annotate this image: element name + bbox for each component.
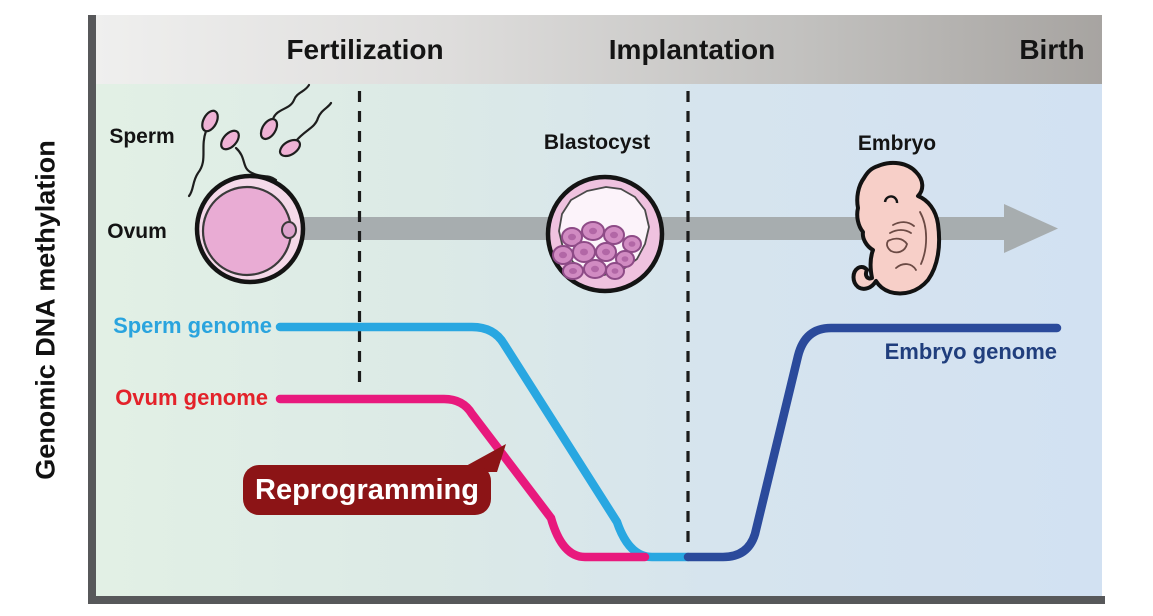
x-axis-line bbox=[88, 596, 1105, 604]
stage-label-birth: Birth bbox=[1019, 33, 1085, 65]
sperm-genome-line bbox=[275, 322, 693, 562]
sperm-label: Sperm bbox=[109, 125, 175, 148]
blastocyst-illustration bbox=[545, 174, 665, 294]
sperm-genome-label: Sperm genome bbox=[113, 313, 272, 338]
embryo-label: Embryo bbox=[857, 132, 937, 155]
timeline-header: Fertilization Implantation Birth bbox=[96, 15, 1102, 84]
ovum-label: Ovum bbox=[107, 220, 167, 243]
blastocyst-label: Blastocyst bbox=[543, 131, 651, 154]
stage-label-implantation: Implantation bbox=[608, 33, 776, 65]
embryo-illustration bbox=[851, 160, 942, 296]
reprogramming-callout: Reprogramming bbox=[243, 465, 491, 515]
sperm-illustration bbox=[187, 83, 333, 198]
embryo-genome-line bbox=[683, 323, 1062, 562]
embryo-genome-label: Embryo genome bbox=[884, 339, 1057, 364]
reprogramming-label: Reprogramming bbox=[255, 473, 479, 506]
stage-label-fertilization: Fertilization bbox=[286, 33, 444, 65]
ovum-genome-line bbox=[275, 394, 650, 562]
y-axis-line bbox=[88, 15, 96, 604]
ovum-genome-label: Ovum genome bbox=[115, 385, 268, 410]
ovum-illustration bbox=[194, 173, 306, 285]
